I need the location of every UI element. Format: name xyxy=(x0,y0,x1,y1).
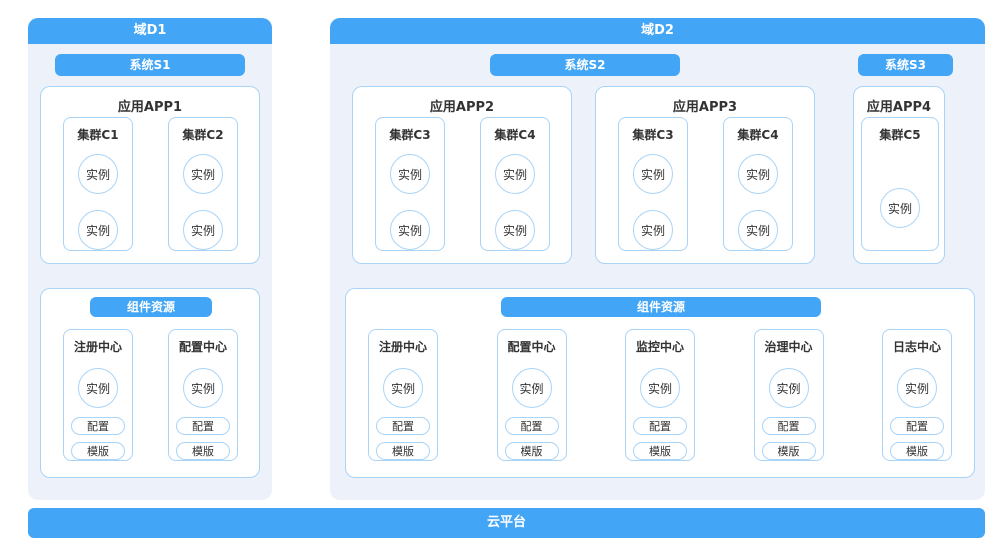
instance-circle: 实例 xyxy=(640,368,680,408)
app1-title: 应用APP1 xyxy=(117,100,183,115)
template-pill: 模版 xyxy=(376,442,430,460)
instance-circle: 实例 xyxy=(768,368,809,408)
app3-box: 应用APP3 集群C3 实例 实例 集群C4 实例 实例 xyxy=(595,86,815,264)
instance-circle: 实例 xyxy=(183,154,223,194)
log-center-box: 日志中心 实例 配置 模版 xyxy=(882,329,952,461)
cluster-c3-box: 集群C3 实例 实例 xyxy=(618,117,688,251)
template-pill: 模版 xyxy=(176,442,230,460)
domain-d2-header: 域D2 xyxy=(330,18,985,44)
cluster-c4-box: 集群C4 实例 实例 xyxy=(723,117,793,251)
config-center-box: 配置中心 实例 配置 模版 xyxy=(168,329,238,461)
cloud-platform-bar: 云平台 xyxy=(28,508,985,538)
center-title: 配置中心 xyxy=(178,340,227,354)
instance-circle: 实例 xyxy=(383,368,423,408)
app4-title: 应用APP4 xyxy=(866,100,932,115)
cluster-c1-box: 集群C1 实例 实例 xyxy=(63,117,133,251)
config-pill: 配置 xyxy=(761,417,816,435)
config-pill: 配置 xyxy=(504,417,559,435)
config-pill: 配置 xyxy=(633,417,687,435)
components-box-d1: 组件资源 注册中心 实例 配置 模版 配置中心 实例 配置 模版 xyxy=(40,288,260,478)
cluster-c5-box: 集群C5 实例 xyxy=(861,117,939,251)
instance-circle: 实例 xyxy=(78,210,118,250)
domain-d1-header: 域D1 xyxy=(28,18,272,44)
monitor-center-box: 监控中心 实例 配置 模版 xyxy=(625,329,695,461)
cluster-c3-box: 集群C3 实例 实例 xyxy=(375,117,445,251)
system-s2-badge: 系统S2 xyxy=(490,54,680,76)
instance-circle: 实例 xyxy=(738,210,778,250)
app1-box: 应用APP1 集群C1 实例 实例 集群C2 实例 实例 xyxy=(40,86,260,264)
cluster-title: 集群C3 xyxy=(632,128,674,142)
cluster-title: 集群C2 xyxy=(182,128,224,142)
app2-title: 应用APP2 xyxy=(429,100,495,115)
app4-box: 应用APP4 集群C5 实例 xyxy=(853,86,945,264)
center-title: 注册中心 xyxy=(378,340,427,354)
center-title: 注册中心 xyxy=(73,340,122,354)
components-badge: 组件资源 xyxy=(90,297,212,317)
config-pill: 配置 xyxy=(890,417,944,435)
instance-circle: 实例 xyxy=(78,154,118,194)
instance-circle: 实例 xyxy=(633,210,673,250)
instance-circle: 实例 xyxy=(633,154,673,194)
template-pill: 模版 xyxy=(890,442,944,460)
components-box-d2: 组件资源 注册中心 实例 配置 模版 配置中心 实例 配置 模版 监控中心 实例 xyxy=(345,288,975,478)
instance-circle: 实例 xyxy=(183,210,223,250)
config-pill: 配置 xyxy=(71,417,125,435)
template-pill: 模版 xyxy=(761,442,816,460)
instance-circle: 实例 xyxy=(495,154,535,194)
app3-title: 应用APP3 xyxy=(672,100,738,115)
center-title: 监控中心 xyxy=(635,340,684,354)
instance-circle: 实例 xyxy=(897,368,937,408)
cluster-c4-box: 集群C4 实例 实例 xyxy=(480,117,550,251)
instance-circle: 实例 xyxy=(880,188,920,228)
cluster-title: 集群C3 xyxy=(389,128,431,142)
center-title: 治理中心 xyxy=(764,340,813,354)
instance-circle: 实例 xyxy=(390,210,430,250)
system-s1-badge: 系统S1 xyxy=(55,54,245,76)
registry-center-box: 注册中心 实例 配置 模版 xyxy=(63,329,133,461)
instance-circle: 实例 xyxy=(511,368,552,408)
domain-d1: 域D1 系统S1 应用APP1 集群C1 实例 实例 集群C2 实例 实例 组件… xyxy=(28,18,272,500)
instance-circle: 实例 xyxy=(78,368,118,408)
cluster-title: 集群C5 xyxy=(879,128,921,142)
instance-circle: 实例 xyxy=(495,210,535,250)
config-pill: 配置 xyxy=(176,417,230,435)
registry-center-box: 注册中心 实例 配置 模版 xyxy=(368,329,438,461)
center-title: 日志中心 xyxy=(892,340,941,354)
centers-row: 注册中心 实例 配置 模版 配置中心 实例 配置 模版 监控中心 实例 配置 模… xyxy=(346,329,974,461)
template-pill: 模版 xyxy=(71,442,125,460)
template-pill: 模版 xyxy=(633,442,687,460)
template-pill: 模版 xyxy=(504,442,559,460)
instance-circle: 实例 xyxy=(390,154,430,194)
config-center-box: 配置中心 实例 配置 模版 xyxy=(496,329,567,461)
config-pill: 配置 xyxy=(376,417,430,435)
instance-circle: 实例 xyxy=(738,154,778,194)
governance-center-box: 治理中心 实例 配置 模版 xyxy=(753,329,824,461)
domain-d2: 域D2 系统S2 系统S3 应用APP2 集群C3 实例 实例 集群C4 实例 … xyxy=(330,18,985,500)
cluster-title: 集群C4 xyxy=(494,128,536,142)
center-title: 配置中心 xyxy=(507,340,556,354)
components-badge: 组件资源 xyxy=(501,297,821,317)
system-s3-badge: 系统S3 xyxy=(858,54,953,76)
cluster-title: 集群C1 xyxy=(77,128,119,142)
cluster-title: 集群C4 xyxy=(737,128,779,142)
cluster-c2-box: 集群C2 实例 实例 xyxy=(168,117,238,251)
instance-circle: 实例 xyxy=(183,368,223,408)
app2-box: 应用APP2 集群C3 实例 实例 集群C4 实例 实例 xyxy=(352,86,572,264)
